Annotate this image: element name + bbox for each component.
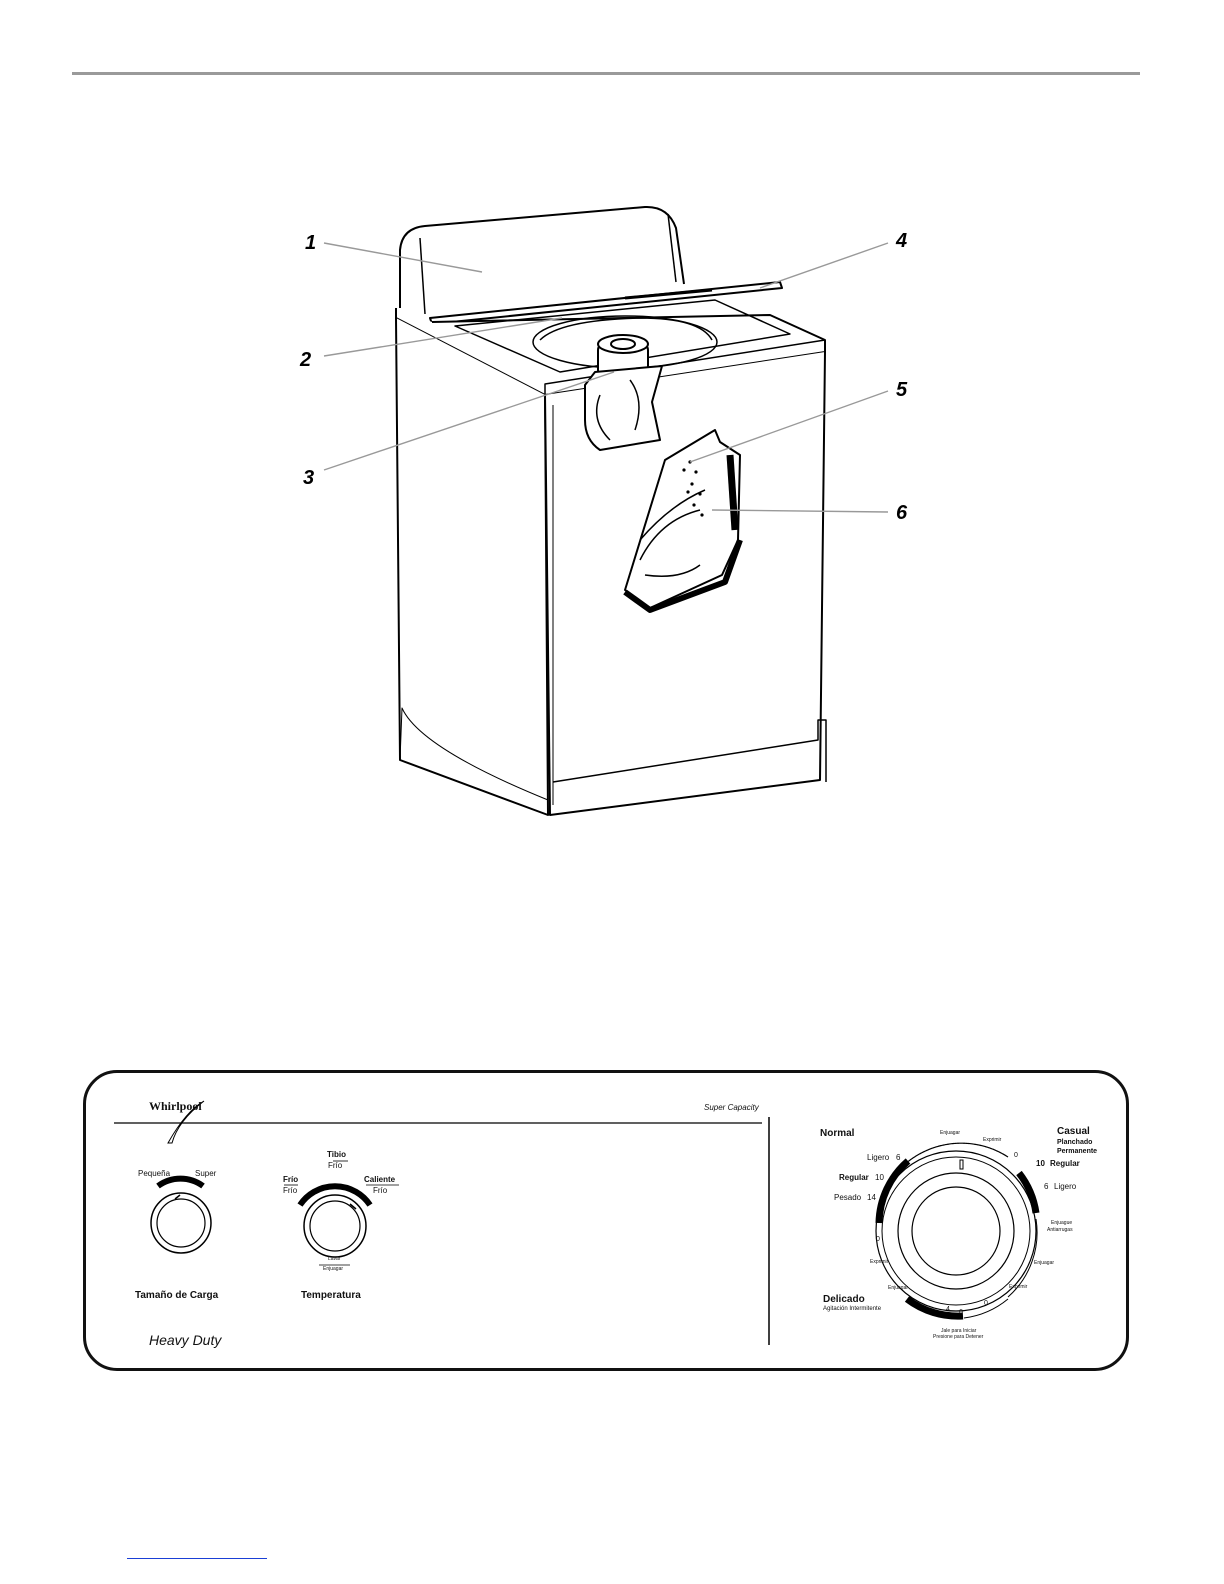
control-panel-graphics xyxy=(114,1100,1040,1345)
cycle-start-line2: Presione para Detener xyxy=(933,1334,984,1340)
cycle-pesado-num: 14 xyxy=(867,1193,876,1202)
callout-2: 2 xyxy=(300,349,312,371)
cycle-normal-title: Normal xyxy=(820,1128,855,1139)
temperature-knob[interactable] xyxy=(304,1195,366,1257)
footer-link-underline xyxy=(127,1558,267,1559)
whirlpool-logo: Whirlpool xyxy=(149,1099,202,1113)
cycle-start-line1: Jale para Iniciar xyxy=(941,1328,977,1334)
cycle-enjuagar-lower-left: Enjuagar xyxy=(888,1285,909,1291)
cycle-ligero-left-num: 6 xyxy=(896,1153,901,1162)
load-size-knob[interactable] xyxy=(151,1193,211,1253)
cycle-zero-bottom: 0 xyxy=(984,1300,988,1307)
temp-top-rinse: Frío xyxy=(328,1161,343,1170)
temp-right-rinse: Frío xyxy=(373,1186,388,1195)
cycle-exprimir-top: Exprimir xyxy=(983,1137,1002,1143)
cycle-zero-left: 0 xyxy=(876,1236,880,1243)
top-rule xyxy=(72,72,1140,75)
cycle-permanente-label: Permanente xyxy=(1057,1148,1098,1155)
temp-left-rinse: Frío xyxy=(283,1186,298,1195)
cycle-enjuagar-top: Enjuagar xyxy=(940,1130,961,1136)
callout-4: 4 xyxy=(896,230,908,252)
cycle-ligero-right-num: 6 xyxy=(1044,1182,1049,1191)
cycle-enjuagar-right: Enjuagar xyxy=(1034,1260,1055,1266)
cycle-zero-top-right: 0 xyxy=(1014,1152,1018,1159)
load-size-title: Tamaño de Carga xyxy=(135,1290,219,1301)
temp-rinse-label: Enjuagar xyxy=(323,1266,344,1272)
cycle-pesado: Pesado xyxy=(834,1193,862,1202)
cycle-agitacion-label: Agitación Intermitente xyxy=(823,1306,882,1312)
cycle-antiarrugas-line2: Antiarrugas xyxy=(1047,1227,1073,1233)
cycle-num-6-bottom: 6 xyxy=(959,1309,963,1316)
heavy-duty-label: Heavy Duty xyxy=(149,1332,222,1348)
cycle-delicado-title: Delicado xyxy=(823,1294,865,1305)
temp-left-wash: Frío xyxy=(283,1175,299,1184)
control-panel: Whirlpool Super Capacity Heavy Duty Pequ… xyxy=(83,1070,1129,1371)
cycle-exprimir-lower-right: Exprimir xyxy=(1009,1284,1028,1290)
callout-5: 5 xyxy=(896,379,908,401)
load-size-super-label: Super xyxy=(195,1169,217,1178)
callout-1: 1 xyxy=(305,232,317,254)
cycle-regular-left: Regular xyxy=(839,1173,869,1182)
cycle-exprimir-left: Exprimir xyxy=(870,1259,889,1265)
temp-top-wash: Tibio xyxy=(327,1150,346,1159)
callout-3: 3 xyxy=(303,467,315,489)
super-capacity-label: Super Capacity xyxy=(704,1103,759,1112)
washer-illustration xyxy=(323,205,889,816)
temperature-title: Temperatura xyxy=(301,1290,361,1301)
cycle-ligero-right: Ligero xyxy=(1054,1182,1077,1191)
cycle-ligero-left: Ligero xyxy=(867,1153,890,1162)
cycle-planchado-label: Planchado xyxy=(1057,1139,1093,1146)
temp-right-wash: Caliente xyxy=(364,1175,396,1184)
cycle-casual-title: Casual xyxy=(1057,1126,1090,1137)
cycle-num-4: 4 xyxy=(946,1306,950,1313)
load-size-small-label: Pequeña xyxy=(138,1169,171,1178)
cycle-regular-right: Regular xyxy=(1050,1159,1080,1168)
callout-6: 6 xyxy=(896,502,908,524)
temp-wash-label: Lavar xyxy=(328,1256,341,1262)
cycle-antiarrugas-line1: Enjuague xyxy=(1051,1220,1073,1226)
cycle-regular-right-num: 10 xyxy=(1036,1159,1045,1168)
cycle-regular-left-num: 10 xyxy=(875,1173,884,1182)
